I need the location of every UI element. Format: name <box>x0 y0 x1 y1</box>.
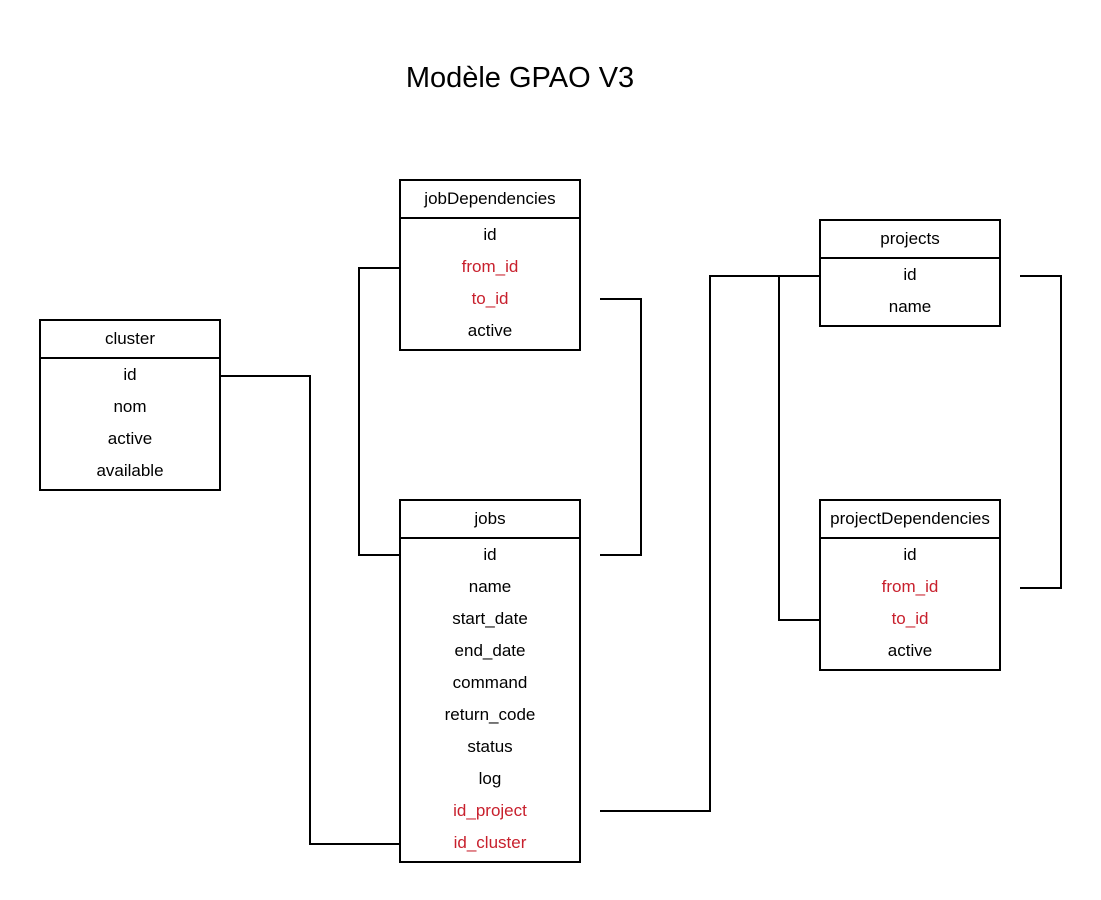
entity-fields: id from_id to_id active <box>821 539 999 669</box>
entity-fields: id name <box>821 259 999 325</box>
entity-jobs: jobs id name start_date end_date command… <box>399 499 581 863</box>
relation-projects-projectdependencies-to <box>778 275 820 621</box>
field-log: log <box>478 769 502 788</box>
field-active: active <box>887 641 933 660</box>
relation-projects-jobs <box>600 275 820 812</box>
field-to-id: to_id <box>891 609 929 628</box>
entity-fields: id name start_date end_date command retu… <box>401 539 579 861</box>
field-nom: nom <box>113 397 147 416</box>
field-available: available <box>96 461 164 480</box>
entity-jobdependencies: jobDependencies id from_id to_id active <box>399 179 581 351</box>
field-active: active <box>107 429 153 448</box>
field-id: id <box>123 365 137 384</box>
entity-projectdependencies: projectDependencies id from_id to_id act… <box>819 499 1001 671</box>
diagram-title: Modèle GPAO V3 <box>405 62 635 94</box>
entity-fields: id nom active available <box>41 359 219 489</box>
entity-fields: id from_id to_id active <box>401 219 579 349</box>
entity-header: jobs <box>401 501 579 539</box>
entity-header: jobDependencies <box>401 181 579 219</box>
relation-jobdependencies-from-jobs <box>358 267 400 556</box>
entity-header: projectDependencies <box>821 501 999 539</box>
field-id: id <box>483 225 497 244</box>
field-status: status <box>467 737 513 756</box>
field-id: id <box>903 545 917 564</box>
relation-cluster-jobs <box>220 375 400 845</box>
field-to-id: to_id <box>471 289 509 308</box>
field-from-id: from_id <box>461 257 519 276</box>
field-start-date: start_date <box>452 609 528 628</box>
field-id-project: id_project <box>453 801 527 820</box>
relation-jobdependencies-to-jobs <box>600 298 642 556</box>
field-id: id <box>903 265 917 284</box>
entity-header: cluster <box>41 321 219 359</box>
field-name: name <box>888 297 932 316</box>
field-name: name <box>468 577 512 596</box>
field-from-id: from_id <box>881 577 939 596</box>
field-end-date: end_date <box>454 641 526 660</box>
entity-header: projects <box>821 221 999 259</box>
relation-projects-projectdependencies-from <box>1020 275 1062 589</box>
field-return-code: return_code <box>444 705 536 724</box>
field-command: command <box>452 673 528 692</box>
entity-cluster: cluster id nom active available <box>39 319 221 491</box>
field-id: id <box>483 545 497 564</box>
entity-projects: projects id name <box>819 219 1001 327</box>
field-active: active <box>467 321 513 340</box>
field-id-cluster: id_cluster <box>453 833 527 852</box>
